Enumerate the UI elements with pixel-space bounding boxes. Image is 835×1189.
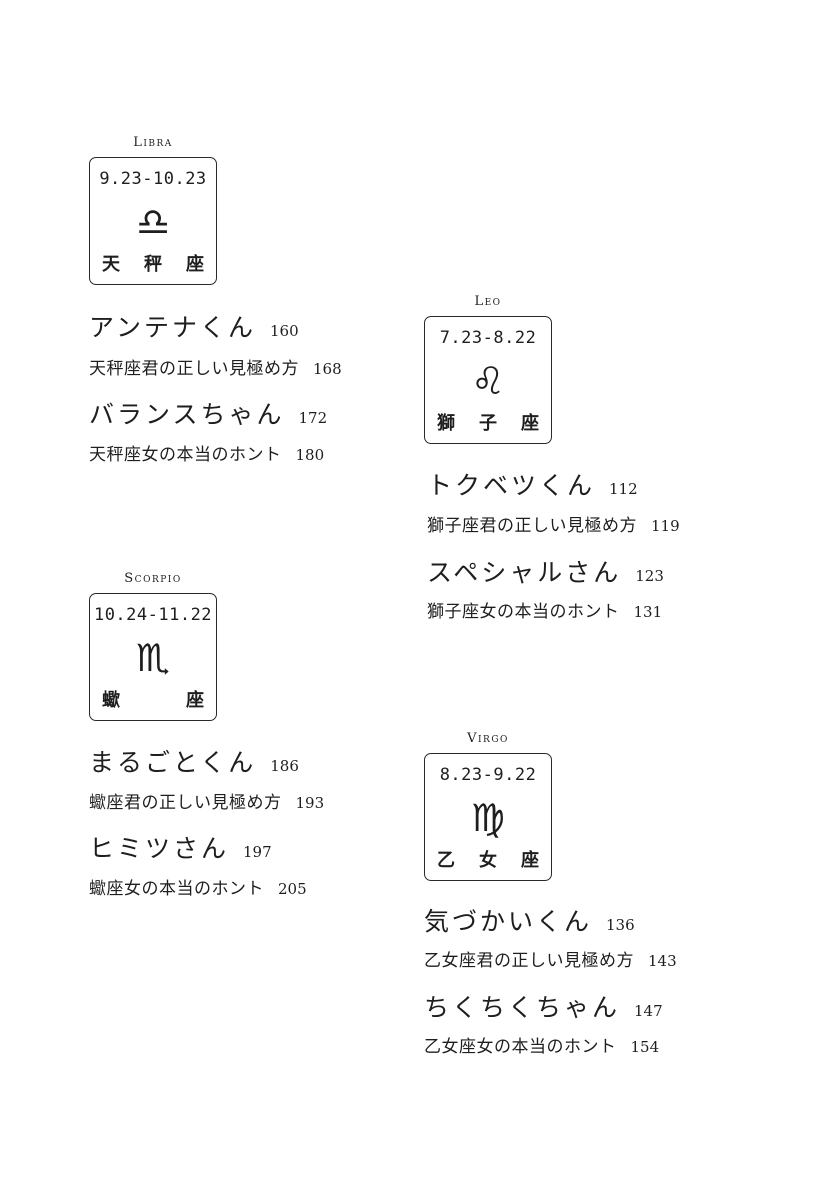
sign-dates: 9.23-10.23: [99, 169, 207, 189]
page-number: 154: [630, 1038, 660, 1056]
toc-entry[interactable]: トクベツくん 112: [427, 466, 638, 502]
sign-dates: 10.24-11.22: [93, 605, 213, 625]
page-number: 205: [278, 880, 307, 898]
sign-frame: 7.23-8.22 ♌ 獅 子 座: [424, 316, 552, 444]
page-number: 119: [651, 517, 680, 535]
toc-entry[interactable]: ヒミツさん 197: [89, 829, 272, 865]
toc-entry[interactable]: 乙女座君の正しい見極め方 143: [424, 946, 677, 971]
toc-entry[interactable]: 天秤座君の正しい見極め方 168: [89, 354, 342, 379]
page-number: 168: [313, 360, 342, 378]
toc-entry[interactable]: まるごとくん 186: [89, 743, 299, 779]
kanji-char: 女: [479, 850, 497, 871]
sign-kanji: 蠍 座: [102, 686, 204, 712]
sign-frame: 8.23-9.22 ♍ 乙 女 座: [424, 753, 552, 881]
page-number: 136: [606, 916, 635, 934]
page-number: 172: [298, 409, 328, 427]
sign-name: Scorpio: [124, 571, 182, 586]
toc-entry[interactable]: 乙女座女の本当のホント 154: [424, 1032, 659, 1057]
entry-title: 獅子座女の本当のホント: [427, 602, 620, 622]
toc-entry[interactable]: 獅子座君の正しい見極め方 119: [427, 511, 680, 536]
entry-title: 乙女座女の本当のホント: [424, 1037, 617, 1057]
entry-title: 獅子座君の正しい見極め方: [427, 516, 637, 536]
sign-frame: 9.23-10.23 ♎ 天 秤 座: [89, 157, 217, 285]
page-number: 186: [270, 757, 299, 775]
entry-title: アンテナくん: [89, 313, 257, 342]
page-number: 160: [270, 322, 299, 340]
kanji-char: 座: [521, 413, 539, 434]
libra-sign-card: Libra 9.23-10.23 ♎ 天 秤 座: [89, 135, 217, 285]
kanji-char: 座: [521, 850, 539, 871]
entry-title: 蠍座女の本当のホント: [89, 879, 264, 899]
leo-symbol-icon: ♌: [470, 359, 506, 403]
page-number: 131: [633, 603, 663, 621]
sign-kanji: 乙 女 座: [437, 846, 539, 872]
kanji-char: 蠍: [102, 690, 120, 711]
libra-symbol-icon: ♎: [135, 200, 171, 244]
entry-title: 蠍座君の正しい見極め方: [89, 793, 282, 813]
entry-title: バランスちゃん: [89, 400, 285, 429]
toc-entry[interactable]: ちくちくちゃん 147: [424, 988, 663, 1024]
kanji-char: 秤: [144, 254, 162, 275]
sign-dates: 7.23-8.22: [439, 328, 537, 348]
entry-title: トクベツくん: [427, 471, 596, 500]
sign-name: Libra: [133, 135, 173, 150]
page-number: 143: [648, 952, 677, 970]
entry-title: 気づかいくん: [424, 907, 593, 936]
page-number: 180: [295, 446, 325, 464]
entry-title: ヒミツさん: [89, 834, 230, 863]
page-number: 147: [634, 1002, 663, 1020]
leo-sign-card: Leo 7.23-8.22 ♌ 獅 子 座: [424, 294, 552, 444]
sign-dates: 8.23-9.22: [439, 765, 537, 785]
kanji-char: 子: [479, 413, 497, 434]
toc-entry[interactable]: 蠍座君の正しい見極め方 193: [89, 788, 324, 813]
virgo-symbol-icon: ♍: [470, 796, 506, 840]
page-number: 112: [609, 480, 638, 498]
toc-entry[interactable]: 天秤座女の本当のホント 180: [89, 440, 324, 465]
scorpio-symbol-icon: ♏: [135, 636, 171, 680]
sign-name: Leo: [474, 294, 502, 309]
toc-entry[interactable]: 蠍座女の本当のホント 205: [89, 874, 307, 899]
toc-entry[interactable]: スペシャルさん 123: [427, 553, 664, 589]
toc-entry[interactable]: バランスちゃん 172: [89, 395, 327, 431]
scorpio-sign-card: Scorpio 10.24-11.22 ♏ 蠍 座: [89, 571, 217, 721]
entry-title: 乙女座君の正しい見極め方: [424, 951, 634, 971]
page-number: 123: [635, 567, 664, 585]
kanji-char: 座: [186, 690, 204, 711]
entry-title: ちくちくちゃん: [424, 993, 621, 1022]
page-number: 197: [243, 843, 272, 861]
toc-entry[interactable]: 獅子座女の本当のホント 131: [427, 597, 662, 622]
virgo-sign-card: Virgo 8.23-9.22 ♍ 乙 女 座: [424, 731, 552, 881]
entry-title: 天秤座女の本当のホント: [89, 445, 282, 465]
entry-title: 天秤座君の正しい見極め方: [89, 359, 299, 379]
sign-kanji: 獅 子 座: [437, 409, 539, 435]
toc-entry[interactable]: アンテナくん 160: [89, 308, 299, 344]
kanji-char: 天: [102, 254, 120, 275]
page-number: 193: [295, 794, 325, 812]
entry-title: スペシャルさん: [427, 558, 622, 587]
sign-frame: 10.24-11.22 ♏ 蠍 座: [89, 593, 217, 721]
entry-title: まるごとくん: [89, 748, 257, 777]
kanji-char: 座: [186, 254, 204, 275]
kanji-char: 乙: [437, 850, 455, 871]
sign-kanji: 天 秤 座: [102, 250, 204, 276]
sign-name: Virgo: [467, 731, 509, 746]
toc-entry[interactable]: 気づかいくん 136: [424, 902, 635, 938]
kanji-char: 獅: [437, 413, 455, 434]
